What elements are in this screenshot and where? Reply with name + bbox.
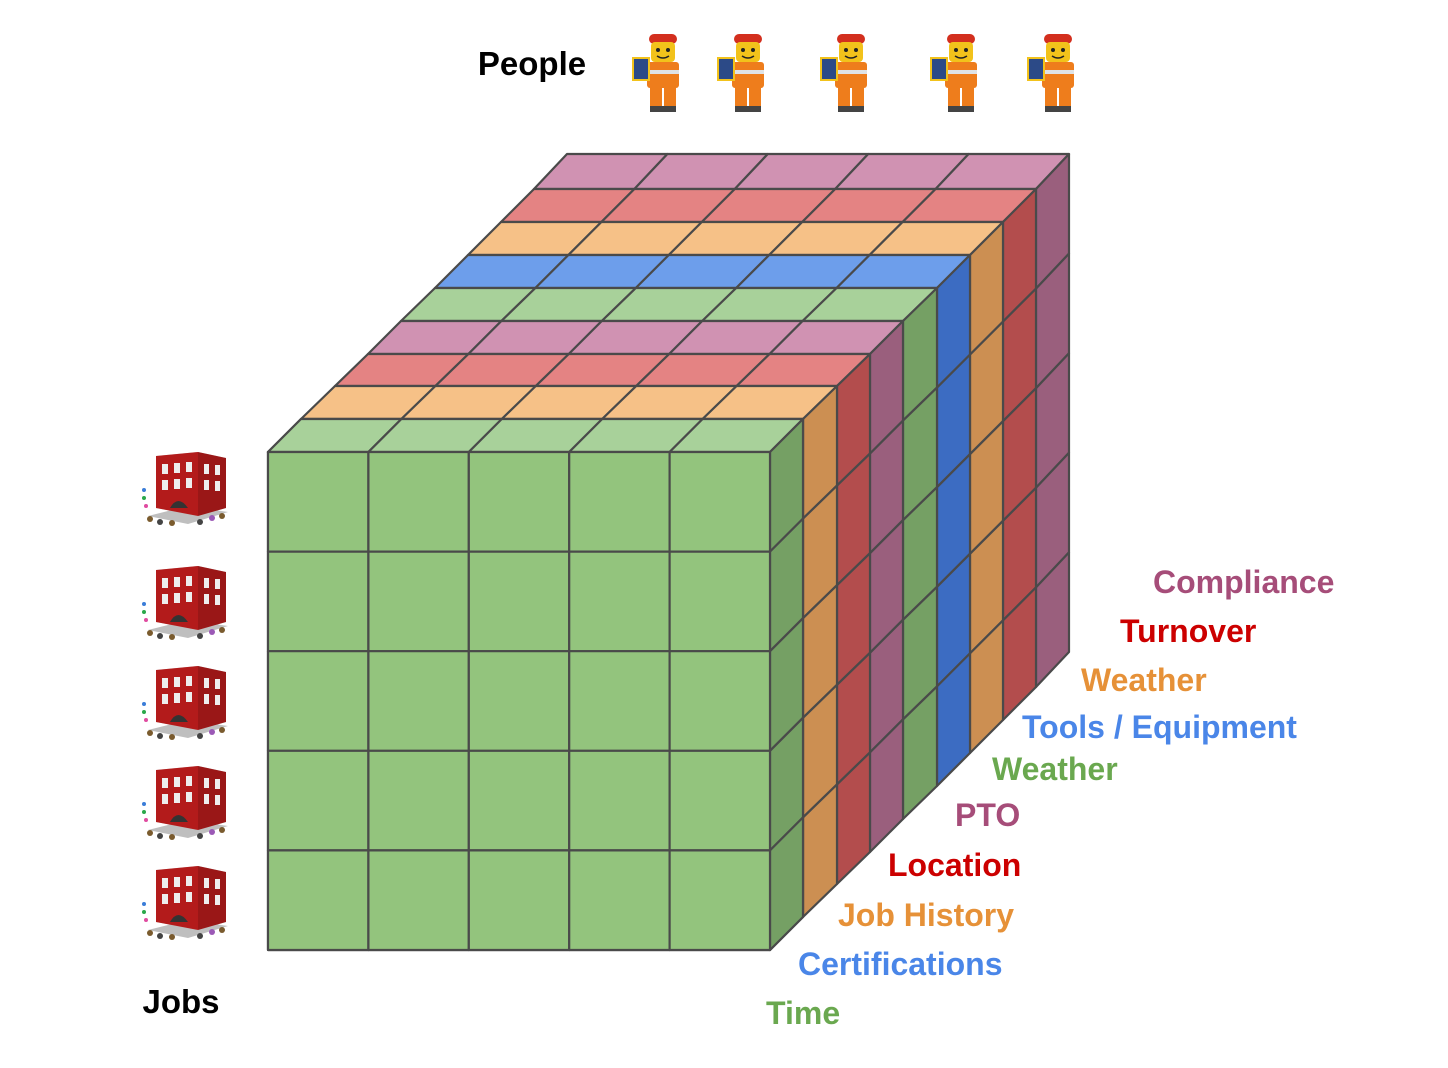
construction-worker-icon: [930, 34, 977, 112]
front-cell: [568, 550, 671, 653]
job-icons: [142, 452, 228, 940]
front-cell: [266, 450, 370, 553]
cube-layer-7: [433, 253, 972, 788]
front-cell: [367, 550, 470, 653]
building-icon: [142, 766, 228, 840]
front-cell: [668, 749, 772, 852]
building-icon: [142, 866, 228, 940]
construction-worker-icon: [1027, 34, 1074, 112]
front-cell: [568, 849, 671, 952]
layer-label-compliance: Compliance: [1153, 564, 1334, 600]
jobs-axis-label: Jobs: [142, 983, 219, 1020]
layer-label-time: Time: [766, 995, 840, 1031]
building-icon: [142, 566, 228, 640]
construction-worker-icon: [820, 34, 867, 112]
front-cell: [367, 849, 470, 952]
layer-label-weather-orange: Weather: [1081, 662, 1207, 698]
front-cell: [467, 650, 571, 752]
layer-label-turnover: Turnover: [1120, 613, 1256, 649]
layer-label-weather-green: Weather: [992, 751, 1118, 787]
layer-labels: Time Certifications Job History Location…: [766, 564, 1334, 1031]
front-cell: [668, 849, 772, 952]
front-cell: [668, 450, 772, 553]
construction-worker-icon: [717, 34, 764, 112]
front-cell: [568, 450, 671, 553]
building-icon: [142, 452, 228, 526]
front-cell: [367, 450, 470, 553]
layer-label-location: Location: [888, 847, 1021, 883]
front-cell: [668, 650, 772, 752]
people-axis-label: People: [478, 45, 586, 82]
front-cell: [266, 849, 370, 952]
front-cell: [266, 550, 370, 653]
layer-label-tools-equipment: Tools / Equipment: [1022, 709, 1297, 745]
front-cell: [568, 650, 671, 752]
layer-label-certifications: Certifications: [798, 946, 1002, 982]
front-cell: [467, 450, 571, 553]
front-cell: [467, 550, 571, 653]
building-icon: [142, 666, 228, 740]
layer-label-pto: PTO: [955, 797, 1020, 833]
people-icons: [632, 34, 1074, 112]
layer-label-job-history: Job History: [838, 897, 1014, 933]
construction-worker-icon: [632, 34, 679, 112]
front-cell: [568, 749, 671, 852]
front-cell: [668, 550, 772, 653]
front-cell: [367, 749, 470, 852]
front-cell: [467, 749, 571, 852]
front-cell: [467, 849, 571, 952]
cube-layers: [266, 152, 1071, 952]
cube-front-depth: [266, 417, 805, 952]
front-cell: [266, 749, 370, 852]
front-cell: [266, 650, 370, 752]
cube-layer-9: [499, 187, 1038, 722]
front-cell: [367, 650, 470, 752]
cube-layer-4: [333, 352, 872, 886]
